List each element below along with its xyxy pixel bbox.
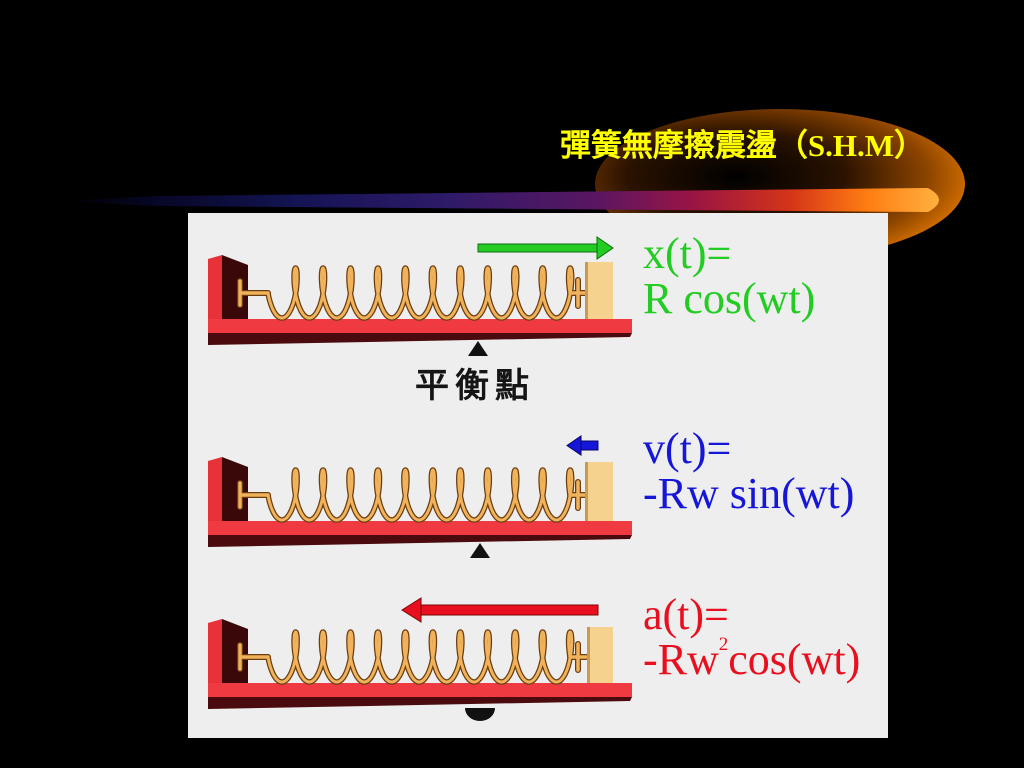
equilibrium-pivot: [470, 543, 490, 558]
spring-coil: [266, 266, 574, 320]
acceleration-formula: -Rw2cos(wt): [643, 635, 861, 684]
spring-coil: [266, 468, 574, 522]
arrow-shaft: [477, 243, 599, 253]
slide-title: 彈簧無摩擦震盪（S.H.M）: [559, 128, 925, 163]
mass-block-edge: [585, 462, 588, 521]
velocity-formula: -Rw sin(wt): [643, 469, 855, 518]
spring-hooks: [238, 480, 588, 510]
spring-coil-outline: [265, 265, 575, 321]
mass-block: [585, 262, 613, 319]
base-top: [208, 319, 632, 333]
title-gradient-bar: [62, 188, 939, 212]
acceleration-formula-exponent: 2: [718, 634, 729, 655]
wall-front: [208, 255, 222, 337]
spring-diagram: [208, 236, 632, 721]
arrow-left-icon: [566, 435, 599, 456]
base-top: [208, 683, 632, 697]
base-front: [208, 535, 632, 547]
acceleration-formula-rest: cos(wt): [728, 635, 861, 684]
arrow-head: [596, 236, 614, 260]
arrow-shaft: [418, 604, 599, 616]
spring: [237, 629, 589, 685]
spring-coil-outline: [265, 467, 575, 523]
spring-row-position: [208, 236, 632, 356]
mass-block: [587, 627, 613, 683]
arrow-head: [566, 435, 582, 456]
wall-front: [208, 619, 222, 701]
mass-block-edge: [587, 627, 590, 683]
acceleration-formula-base: -Rw: [643, 635, 719, 684]
wall-inner: [222, 619, 248, 691]
velocity-label: v(t)=: [643, 424, 732, 473]
spring-hooks: [238, 278, 588, 308]
acceleration-label: a(t)=: [643, 590, 729, 639]
position-label: x(t)=: [643, 229, 732, 278]
arrow-left-icon: [401, 597, 599, 623]
wall-inner: [222, 255, 248, 327]
base-front: [208, 333, 632, 345]
diagram-panel: 平衡點 x(t)= R cos(wt) v(t)= -Rw sin(wt) a(…: [188, 213, 888, 738]
spring-coil: [266, 630, 574, 684]
wall-front: [208, 457, 222, 539]
arrow-shaft: [578, 440, 599, 451]
base-top: [208, 521, 632, 535]
mass-block-edge: [585, 262, 588, 319]
spring: [237, 265, 589, 321]
arrow-head: [401, 597, 422, 623]
equilibrium-pivot: [468, 341, 488, 356]
spring-coil-outline: [265, 629, 575, 685]
mass-block: [585, 462, 613, 521]
equilibrium-label: 平衡點: [415, 366, 535, 406]
base-front: [208, 697, 632, 709]
spring-row-acceleration: [208, 597, 632, 721]
spring: [237, 467, 589, 523]
spring-hooks: [238, 642, 588, 672]
equilibrium-pivot: [465, 708, 495, 721]
arrow-right-icon: [477, 236, 614, 260]
spring-row-velocity: [208, 435, 632, 558]
position-formula: R cos(wt): [643, 274, 816, 323]
wall-inner: [222, 457, 248, 529]
